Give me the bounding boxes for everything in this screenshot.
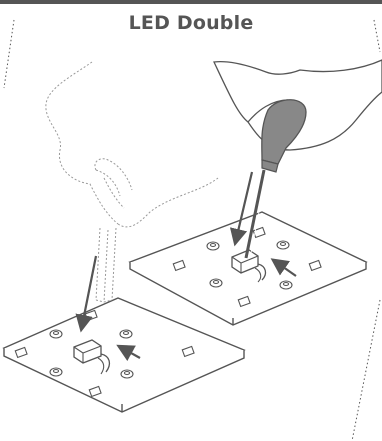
ghost-hand-icon (45, 61, 219, 303)
left-guide-line (3, 19, 15, 89)
connector-icon (73, 339, 111, 375)
front-led-board (2, 297, 246, 413)
connector-icon (231, 249, 267, 283)
arrow-icon (75, 171, 297, 362)
right-guide-line-bottom (351, 299, 381, 441)
screwdriver-icon (244, 99, 307, 259)
back-led-board (128, 211, 368, 326)
right-guide-line-top (373, 19, 381, 53)
header-rule (0, 0, 382, 4)
page-title: LED Double (128, 12, 254, 34)
